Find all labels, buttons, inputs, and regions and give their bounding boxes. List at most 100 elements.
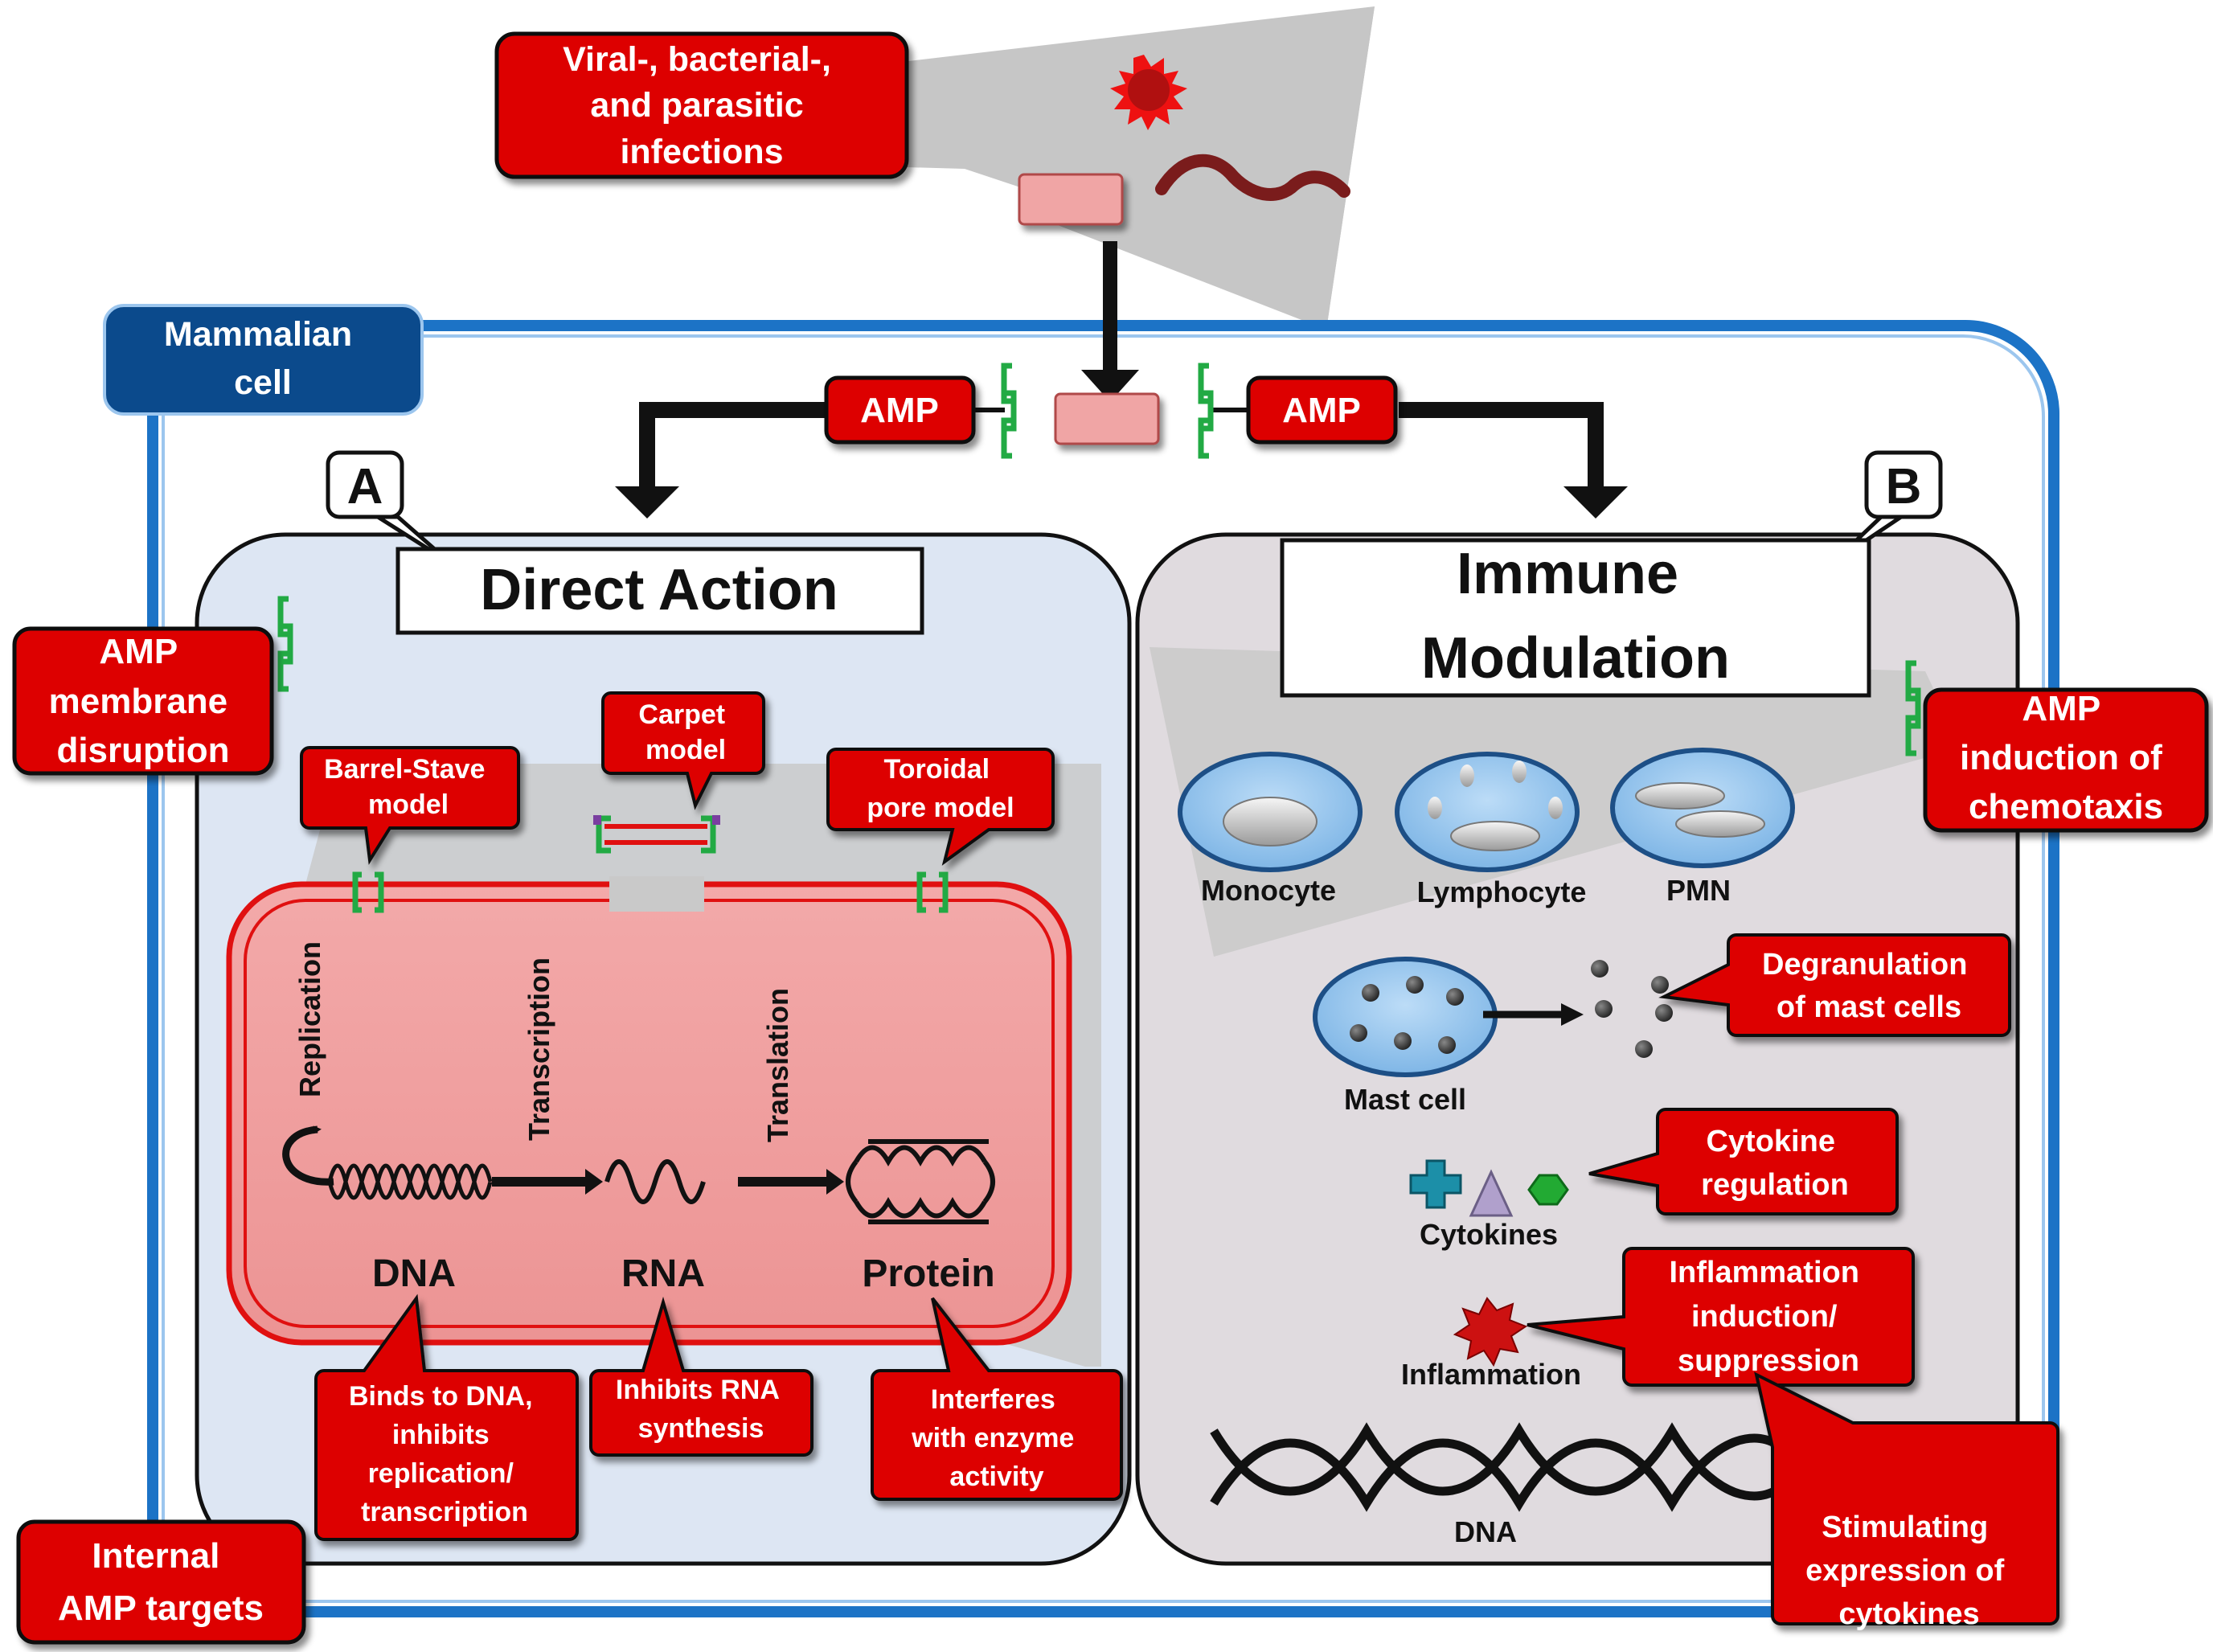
released-granules [1591,960,1673,1058]
inflammation-label: Inflammation [1401,1358,1581,1391]
svg-text:Binds to DNA, inhibits: Binds to DNA, inhibits replication/ tran… [349,1381,540,1527]
cytokine-cross-icon [1409,1159,1462,1209]
chemotaxis-line-3: chemotaxis [1969,787,2163,826]
amp-left-box [824,375,976,445]
cytokine-regulation-line-1: Cytokine [1706,1125,1834,1158]
double-helix-dna-icon [1210,1433,1805,1512]
carpet-line-2: model [645,735,726,765]
inhibits-rna-line-2: synthesis [638,1413,764,1444]
stimulating-line-1: Stimulating [1822,1511,1988,1544]
infection-callout [494,31,909,179]
panel-b-title-box [1280,538,1871,698]
monocyte-cell [1178,752,1363,872]
monocyte-label: Monocyte [1201,874,1336,907]
protein-label: Protein [862,1252,994,1295]
binds-dna-line-3: replication/ [368,1458,514,1489]
rna-wave-glyph [604,1159,706,1204]
infection-line-1: Viral-, bacterial-, [563,40,831,79]
carpet-callout [601,691,765,810]
host-amp-bar [1054,392,1160,445]
binds-dna-line-4: transcription [361,1497,528,1527]
enzyme-line-2: with enzyme [911,1423,1074,1453]
amp-right-box [1246,375,1398,445]
barrel-stave-callout [300,746,520,865]
enzyme-callout [871,1297,1123,1501]
inflammation-callout [1527,1247,1915,1387]
protein-fold-glyph [846,1139,995,1224]
svg-text:AMP induction of chemo: AMP induction of chemotaxis [1960,689,2172,826]
svg-text:AMP membrane disruptio: AMP membrane disruption [49,632,238,770]
panel-a-letter-box: A [326,450,452,565]
svg-text:Stimulating expression of: Stimulating expression of cytokines [1805,1511,2013,1631]
barrel-stave-line-2: model [368,789,449,820]
virus-icon [1110,55,1187,130]
infection-down-arrow [1081,241,1139,402]
svg-text:Inflammation induction/: Inflammation induction/ suppression [1669,1256,1867,1378]
inflammation-callout-line-3: suppression [1678,1344,1859,1378]
chemotaxis-line-2: induction of [1960,738,2162,777]
binds-dna-callout [314,1293,579,1541]
inhibits-rna-line-1: Inhibits RNA [616,1375,779,1405]
dna-label: DNA [372,1252,456,1295]
infection-line-3: infections [620,133,783,171]
svg-text:Toroidal pore model: Toroidal pore model [867,754,1014,823]
inflammation-burst-icon [1453,1297,1528,1367]
toroidal-line-2: pore model [867,793,1014,823]
panel-a-title-box [395,547,924,635]
panel-b-title-line-1: Immune [1457,542,1678,606]
cytokine-triangle-icon [1469,1169,1514,1217]
svg-text:Internal AMP targets: Internal AMP targets [58,1536,264,1628]
pmn-label: PMN [1666,874,1731,907]
carpet-membrane-gap [609,876,704,912]
internal-targets-callout [16,1519,306,1645]
svg-text:Degranulation of mast cell: Degranulation of mast cells [1762,948,1976,1024]
replication-curved-arrow [282,1125,334,1186]
membrane-disruption-line-3: disruption [56,731,229,770]
pmn-cell [1610,748,1795,868]
mammalian-cell-line-2: cell [234,363,292,402]
toroidal-callout [826,748,1055,866]
lymphocyte-label: Lymphocyte [1417,875,1587,908]
svg-text:Inhibits RNA synthesis: Inhibits RNA synthesis [616,1375,786,1444]
carpet-model-icon [593,815,720,854]
infection-line-2: and parasitic [590,86,803,125]
panel-b-dna-label: DNA [1454,1515,1517,1548]
cytokine-regulation-callout [1588,1108,1899,1215]
membrane-disruption-callout [12,626,274,776]
svg-text:Mammalian cell: Mammalian cell [164,315,362,402]
svg-text:Barrel-Stave model: Barrel-Stave model [324,754,493,820]
enzyme-line-1: Interferes [931,1384,1055,1415]
mast-cell-label: Mast cell [1344,1083,1466,1116]
svg-text:Immune Modulation: Immune Modulation [1421,542,1730,691]
replication-label: Replication [293,941,326,1097]
cytokine-hexagon-icon [1527,1174,1569,1206]
amp-right-label: AMP [1282,391,1361,430]
stimulating-line-2: expression of [1805,1554,2004,1588]
transcription-label: Transcription [523,957,555,1141]
membrane-disruption-line-2: membrane [49,682,228,721]
panel-a-title: Direct Action [480,558,838,622]
chemotaxis-line-1: AMP [2022,689,2100,728]
mast-cell [1313,957,1498,1077]
svg-text:Viral-, bacterial-, and pa: Viral-, bacterial-, and parasitic infect… [563,40,841,171]
cytokine-regulation-line-2: regulation [1701,1168,1849,1202]
mammalian-cell-label-box [103,304,424,416]
left-branch-arrow [615,402,828,519]
binds-dna-line-1: Binds to DNA, [349,1381,533,1412]
barrel-stave-line-1: Barrel-Stave [324,754,485,785]
internal-targets-line-1: Internal [92,1536,219,1576]
toroidal-line-1: Toroidal [883,754,990,785]
membrane-disruption-line-1: AMP [99,632,177,671]
degranulation-callout [1658,933,2011,1037]
cytokines-label: Cytokines [1420,1218,1558,1251]
lymphocyte-cell [1395,752,1580,872]
stimulating-line-3: cytokines [1838,1597,1979,1631]
inflammation-callout-line-2: induction/ [1691,1300,1838,1334]
inflammation-callout-line-1: Inflammation [1669,1256,1859,1289]
translation-label: Translation [761,988,794,1142]
svg-text:Interferes with enzyme: Interferes with enzyme activity [911,1384,1082,1492]
degranulation-line-1: Degranulation [1762,948,1967,982]
dna-coil-glyph [327,1163,493,1200]
rna-label: RNA [621,1252,705,1295]
